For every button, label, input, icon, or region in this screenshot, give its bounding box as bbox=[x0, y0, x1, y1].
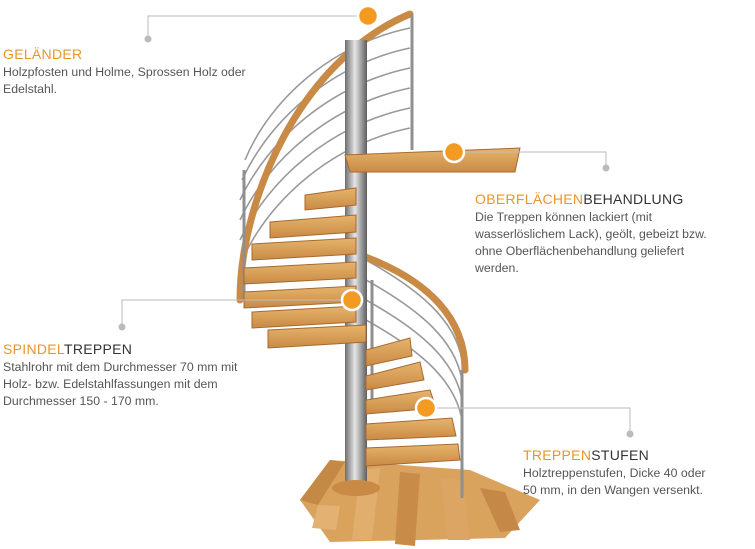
desc-line: Holz- bzw. Edelstahlfassungen mit dem bbox=[3, 377, 218, 391]
hotspot-gelaender bbox=[356, 4, 380, 28]
leader-lines bbox=[121, 15, 631, 432]
desc-line: Holztreppenstufen, Dicke 40 oder bbox=[523, 466, 706, 480]
stair-treads bbox=[243, 147, 521, 467]
hotspot-spindel bbox=[340, 288, 364, 312]
callout-gelaender-title: GELÄNDER bbox=[3, 45, 82, 63]
hotspot-markers bbox=[340, 4, 466, 420]
hotspot-stufen bbox=[414, 396, 438, 420]
spindle-base bbox=[332, 480, 380, 496]
floor-planks bbox=[300, 460, 540, 546]
callout-gelaender-desc: Holzpfosten und Holme, Sprossen Holz ode… bbox=[3, 64, 246, 98]
desc-line: wasserlöslichem Lack), geölt, gebeizt bz… bbox=[475, 227, 707, 241]
railing-rods bbox=[239, 27, 463, 421]
leader-dots bbox=[118, 35, 634, 438]
callout-stufen-title-accent: TREPPEN bbox=[523, 447, 592, 463]
callout-gelaender-title-accent: GELÄNDER bbox=[3, 46, 83, 62]
callout-oberflaeche-title-rest: BEHANDLUNG bbox=[583, 191, 684, 207]
callout-stufen-desc: Holztreppenstufen, Dicke 40 oder 50 mm, … bbox=[523, 465, 706, 499]
callout-oberflaeche-desc: Die Treppen können lackiert (mit wasserl… bbox=[475, 209, 707, 277]
callout-spindel-title-accent: SPINDEL bbox=[3, 341, 64, 357]
hotspot-oberflaeche bbox=[442, 140, 466, 164]
callout-oberflaeche-title: OBERFLÄCHENBEHANDLUNG bbox=[475, 190, 684, 208]
callout-stufen-title: TREPPENSTUFEN bbox=[523, 446, 649, 464]
callout-oberflaeche-title-accent: OBERFLÄCHEN bbox=[475, 191, 584, 207]
callout-spindel-title: SPINDELTREPPEN bbox=[3, 340, 132, 358]
desc-line: Edelstahl. bbox=[3, 82, 58, 96]
desc-line: Holzpfosten und Holme, Sprossen Holz ode… bbox=[3, 65, 246, 79]
desc-line: werden. bbox=[475, 261, 519, 275]
desc-line: Stahlrohr mit dem Durchmesser 70 mm mit bbox=[3, 360, 238, 374]
callout-spindel-title-rest: TREPPEN bbox=[63, 341, 133, 357]
callout-spindel-desc: Stahlrohr mit dem Durchmesser 70 mm mit … bbox=[3, 359, 237, 410]
desc-line: Die Treppen können lackiert (mit bbox=[475, 210, 653, 224]
desc-line: Durchmesser 150 - 170 mm. bbox=[3, 394, 159, 408]
callout-stufen-title-rest: STUFEN bbox=[591, 447, 650, 463]
desc-line: 50 mm, in den Wangen versenkt. bbox=[523, 483, 703, 497]
desc-line: ohne Oberflächenbehandlung geliefert bbox=[475, 244, 685, 258]
